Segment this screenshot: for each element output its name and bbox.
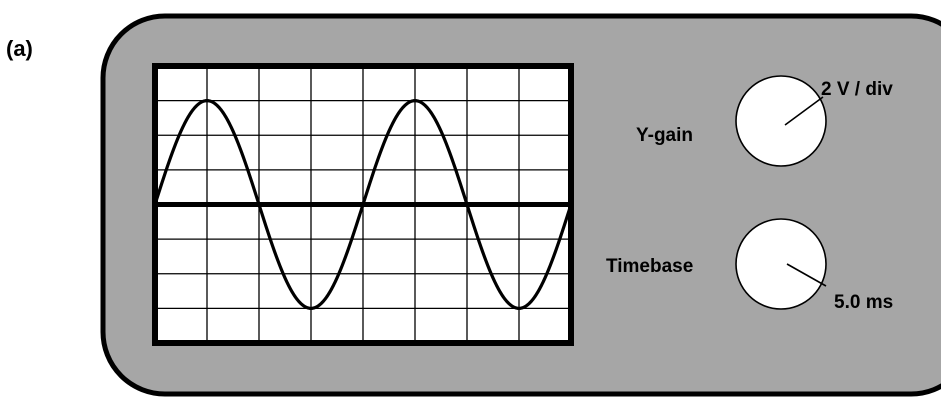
sine-trace [153, 99, 573, 310]
screen-border [152, 63, 574, 346]
timebase-setting: 5.0 ms [834, 292, 893, 313]
oscilloscope-screen [152, 63, 574, 346]
y-gain-control[interactable]: Y-gain 2 V / div [636, 75, 893, 167]
part-label: (a) [6, 36, 33, 61]
knob-icon[interactable] [735, 75, 827, 167]
knob-pointer [786, 263, 827, 287]
y-gain-label: Y-gain [636, 125, 693, 146]
knob-pointer [784, 96, 824, 126]
timebase-label: Timebase [606, 256, 693, 277]
knob-icon[interactable] [735, 218, 827, 310]
y-gain-setting: 2 V / div [821, 79, 893, 100]
timebase-control[interactable]: Timebase 5.0 ms [606, 218, 893, 313]
